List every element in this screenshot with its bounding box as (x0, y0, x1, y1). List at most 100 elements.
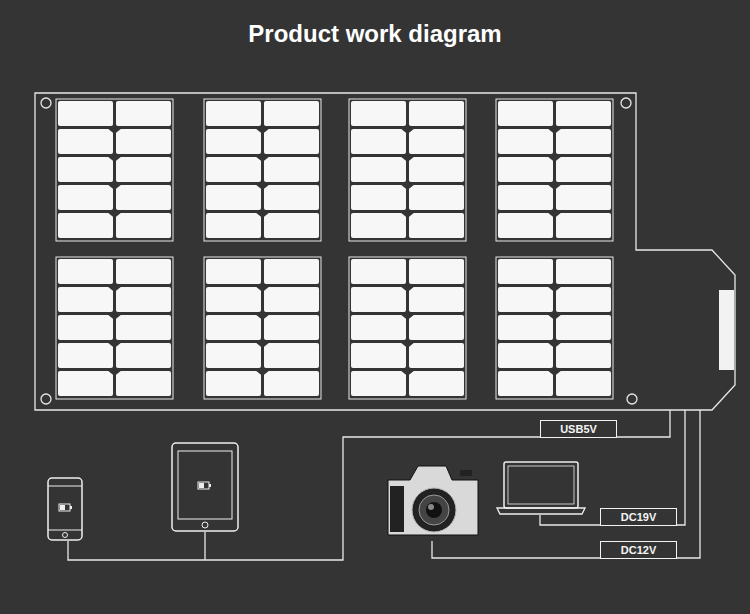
solar-cell (204, 257, 321, 399)
solar-cell (556, 315, 611, 340)
solar-cell (264, 213, 319, 238)
solar-cell (264, 157, 319, 182)
tablet-icon (172, 443, 238, 531)
solar-cell (255, 370, 270, 376)
solar-cell (498, 129, 553, 154)
solar-cell (206, 343, 261, 368)
solar-cell (116, 259, 171, 284)
phone-icon (48, 478, 82, 540)
solar-cell (264, 315, 319, 340)
solar-cell (116, 213, 171, 238)
solar-cell (255, 156, 270, 162)
solar-cell (351, 343, 406, 368)
solar-cell (351, 185, 406, 210)
solar-cell (400, 342, 415, 348)
solar-cell (400, 128, 415, 134)
solar-cell (409, 213, 464, 238)
solar-cell (496, 257, 613, 399)
solar-cell (56, 257, 173, 399)
solar-cell (498, 371, 553, 396)
solar-cell (58, 259, 113, 284)
voltage-label-box: USB5V (540, 420, 617, 438)
voltage-label: USB5V (560, 424, 597, 435)
solar-cell (116, 157, 171, 182)
solar-cell (351, 101, 406, 126)
solar-cell (206, 157, 261, 182)
solar-cell (351, 213, 406, 238)
solar-cell (116, 129, 171, 154)
solar-cell (498, 101, 553, 126)
solar-cell (107, 286, 122, 292)
voltage-label-box: DC19V (600, 508, 677, 526)
solar-cell (116, 371, 171, 396)
solar-cell (116, 287, 171, 312)
solar-cell (116, 185, 171, 210)
solar-cell (58, 213, 113, 238)
solar-cell (409, 101, 464, 126)
solar-cell (255, 212, 270, 218)
solar-cell (498, 343, 553, 368)
solar-cell (400, 370, 415, 376)
solar-cell (206, 315, 261, 340)
solar-cell (107, 342, 122, 348)
solar-cell (58, 185, 113, 210)
solar-cell (206, 213, 261, 238)
solar-cell (255, 342, 270, 348)
solar-cell (351, 315, 406, 340)
solar-cell (264, 259, 319, 284)
solar-cell (206, 129, 261, 154)
solar-cell (547, 128, 562, 134)
solar-cell (409, 185, 464, 210)
solar-cell (116, 343, 171, 368)
voltage-label: DC12V (621, 545, 656, 556)
solar-cell (255, 128, 270, 134)
solar-cell (351, 157, 406, 182)
solar-cell (206, 287, 261, 312)
solar-cell (409, 259, 464, 284)
title: Product work diagram (0, 20, 750, 48)
solar-cell (496, 99, 613, 241)
solar-cell (351, 371, 406, 396)
voltage-label-box: DC12V (600, 541, 677, 559)
laptop-icon (497, 462, 585, 514)
solar-cell (409, 315, 464, 340)
solar-cell (264, 287, 319, 312)
solar-cell (556, 129, 611, 154)
solar-cell (556, 213, 611, 238)
solar-cell (264, 343, 319, 368)
solar-cell (498, 287, 553, 312)
solar-cell (556, 185, 611, 210)
solar-cell (351, 259, 406, 284)
solar-cell (547, 286, 562, 292)
solar-cell (400, 156, 415, 162)
solar-cell (58, 287, 113, 312)
solar-cell (498, 315, 553, 340)
solar-cell (264, 129, 319, 154)
solar-cell (255, 286, 270, 292)
solar-cell (498, 213, 553, 238)
solar-cell (409, 371, 464, 396)
solar-cell (264, 101, 319, 126)
solar-cell (107, 212, 122, 218)
solar-cell (556, 101, 611, 126)
solar-cell (206, 259, 261, 284)
solar-cell (400, 286, 415, 292)
solar-cell (409, 157, 464, 182)
solar-cell (547, 212, 562, 218)
solar-cell (400, 314, 415, 320)
solar-cell (349, 257, 466, 399)
voltage-label: DC19V (621, 512, 656, 523)
solar-cell (498, 259, 553, 284)
solar-cell (351, 287, 406, 312)
solar-cells (56, 99, 613, 399)
solar-cell (409, 287, 464, 312)
solar-cell (409, 129, 464, 154)
solar-cell (116, 101, 171, 126)
solar-cell (556, 287, 611, 312)
connector-port (719, 290, 734, 370)
solar-cell (58, 101, 113, 126)
solar-cell (547, 314, 562, 320)
solar-cell (204, 99, 321, 241)
solar-cell (498, 185, 553, 210)
solar-cell (56, 99, 173, 241)
